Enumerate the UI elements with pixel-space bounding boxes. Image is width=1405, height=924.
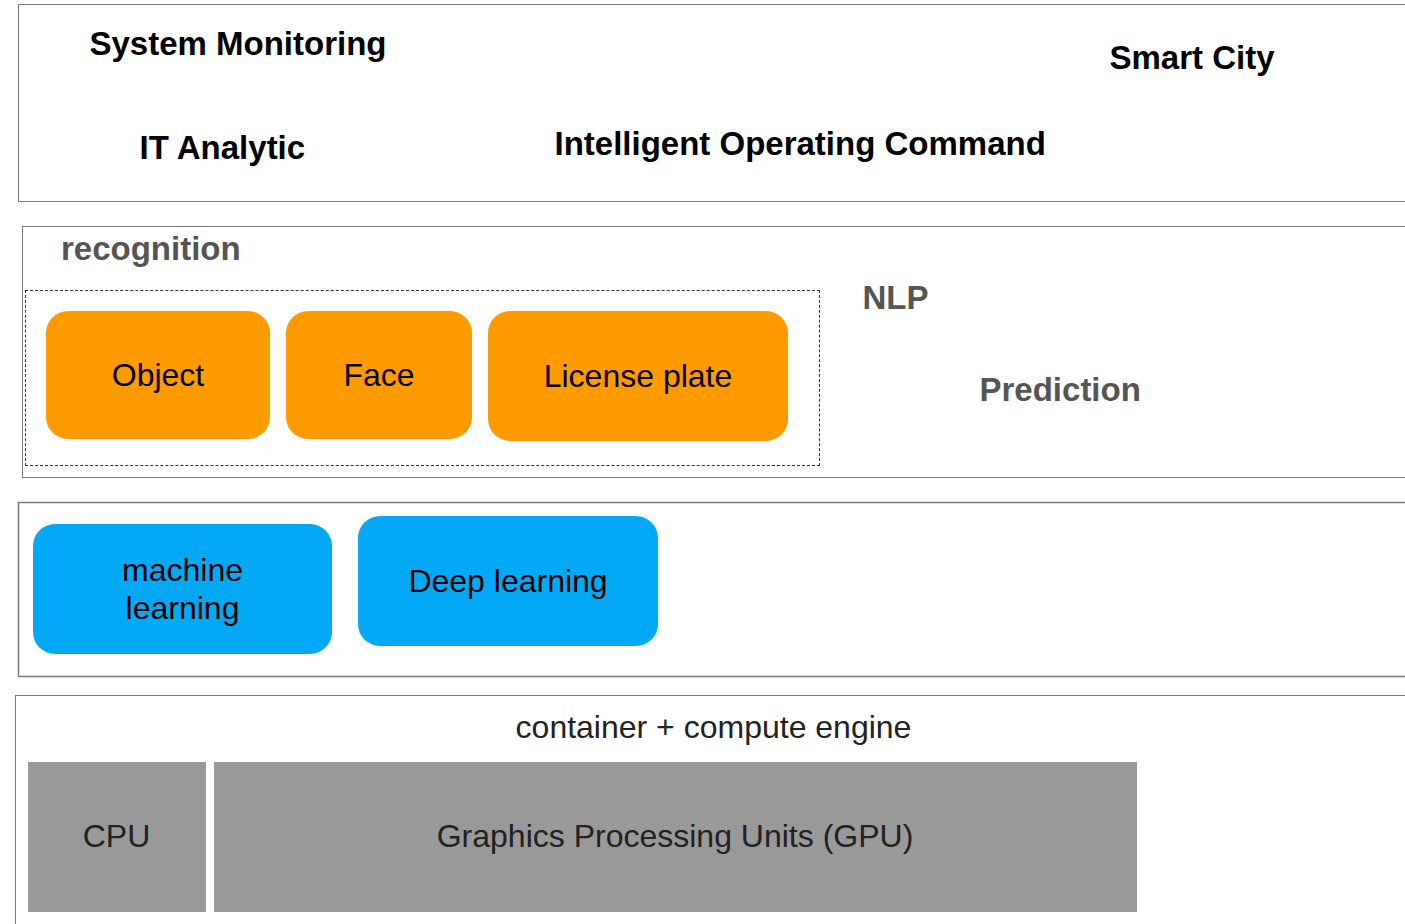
- node-label: Graphics Processing Units (GPU): [437, 817, 914, 855]
- node-label: CPU: [83, 817, 151, 855]
- node-label: System Monitoring: [90, 24, 387, 64]
- compute-band: container + compute engineCPU Graphics Pr…: [15, 695, 1405, 924]
- application-band: System Monitoring Smart City IT Analytic In…: [18, 4, 1405, 202]
- recognition-box: License plate: [488, 311, 788, 441]
- node-label: container + compute engine: [516, 708, 912, 746]
- node-label: Smart City: [1110, 38, 1275, 78]
- node-label: Prediction: [980, 370, 1141, 410]
- node-label: Object: [112, 356, 204, 394]
- node-label: Face: [343, 356, 414, 394]
- recognition-box: Face: [286, 311, 472, 439]
- node-label: NLP: [863, 278, 929, 318]
- recognition-group: recognitionObjectFaceLicense plate: [25, 290, 820, 466]
- layer-band: [19, 503, 1405, 677]
- cpu-box: CPU: [28, 762, 206, 912]
- learning-box: Deep learning: [358, 516, 658, 646]
- service-band: NLP Prediction recognitionObject Face Licens…: [22, 226, 1405, 478]
- gpu-box: Graphics Processing Units (GPU): [214, 762, 1137, 912]
- recognition-box: Object: [46, 311, 270, 439]
- node-label: Deep learning: [408, 562, 608, 600]
- node-label: machine learning: [83, 551, 283, 628]
- node-label: IT Analytic: [140, 128, 306, 168]
- learning-box: machine learning: [33, 524, 332, 654]
- node-label: License plate: [544, 357, 733, 395]
- node-label: Intelligent Operating Command: [555, 124, 1046, 164]
- node-label: recognition: [61, 229, 241, 269]
